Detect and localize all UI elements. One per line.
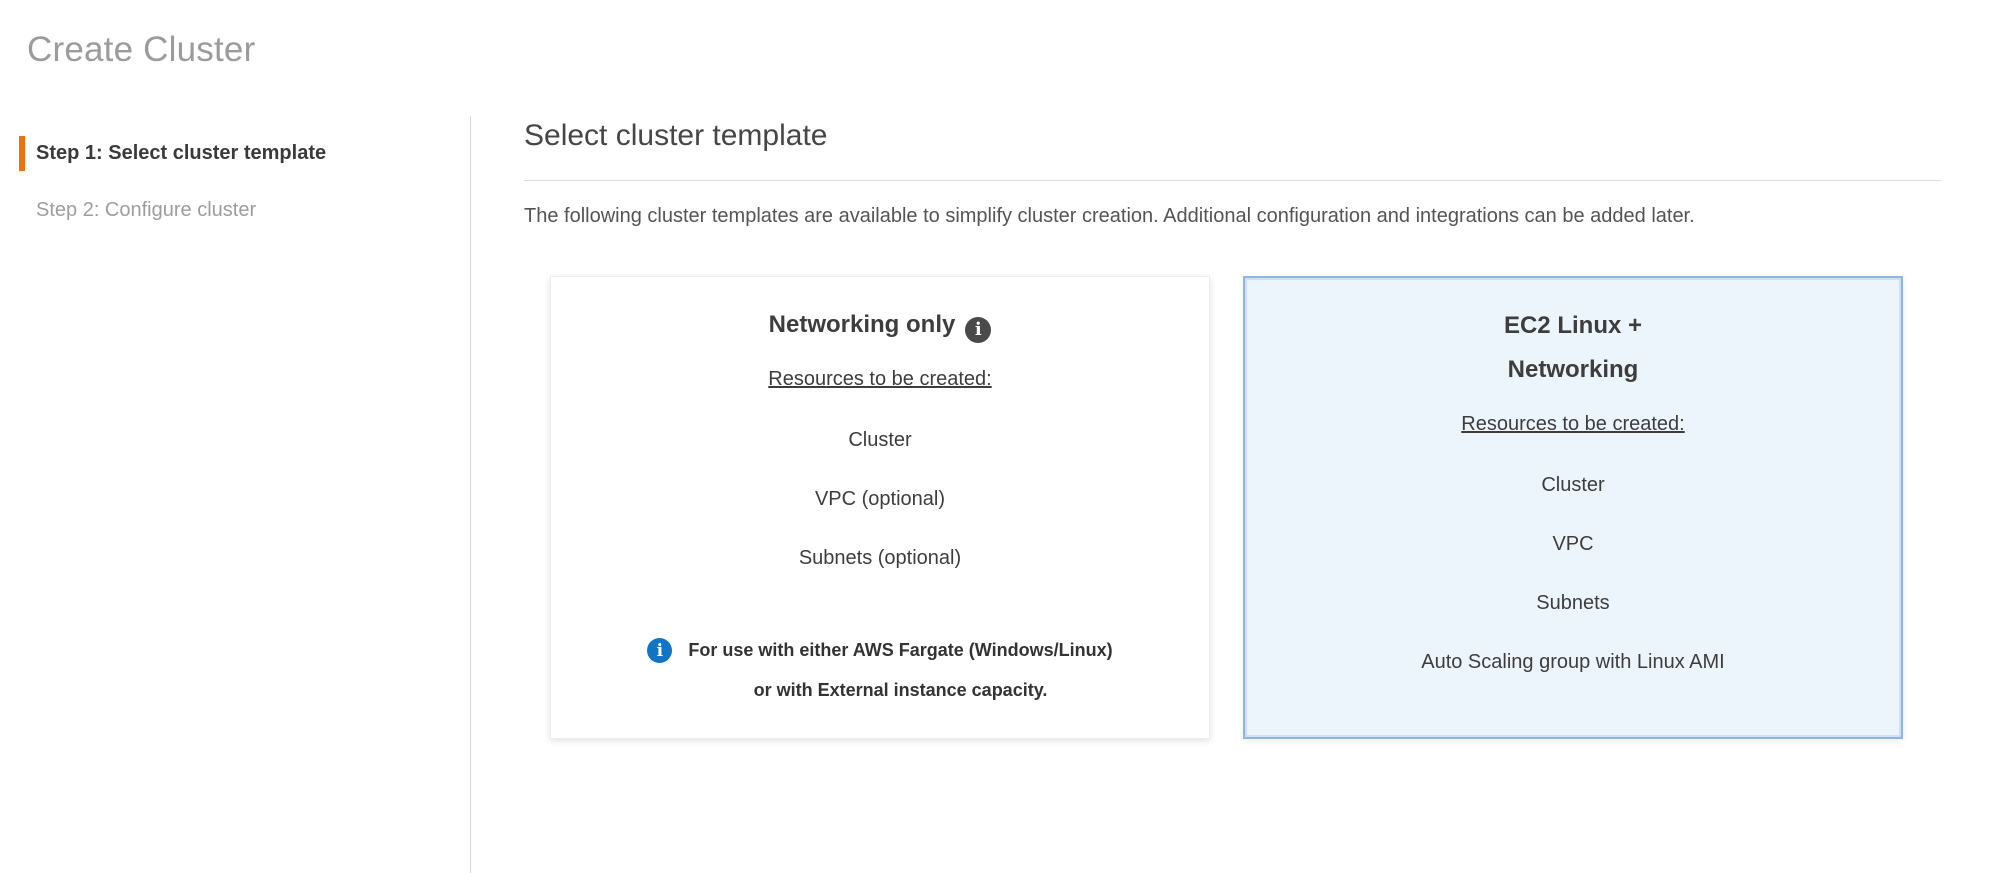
resource-item: Subnets (optional) [798, 547, 962, 569]
resources-label: Resources to be created: [1461, 413, 1685, 435]
resource-item: Cluster [848, 429, 912, 451]
section-heading: Select cluster template [524, 119, 828, 152]
main-panel: Select cluster template The following cl… [470, 116, 1999, 873]
resource-item: VPC [1552, 533, 1594, 555]
resources-label: Resources to be created: [768, 368, 992, 390]
card-note-line: or with External instance capacity. [753, 680, 1048, 700]
card-title-line: EC2 Linux + [1285, 304, 1861, 348]
card-note-line: For use with either AWS Fargate (Windows… [688, 640, 1113, 660]
sidebar-step-2[interactable]: Step 2: Configure cluster [36, 199, 257, 221]
resource-item: Cluster [1541, 474, 1605, 496]
resource-item: Subnets [1536, 592, 1610, 614]
card-title-line: Networking only i [591, 303, 1169, 347]
card-title-text: Networking only [768, 311, 956, 338]
section-description: The following cluster templates are avai… [524, 205, 1695, 227]
card-title-line: Networking [1285, 348, 1861, 392]
card-title: Networking only i [591, 303, 1169, 347]
card-title: EC2 Linux + Networking [1285, 304, 1861, 392]
card-note-text: For use with either AWS Fargate (Windows… [688, 630, 1112, 710]
heading-divider [524, 180, 1941, 181]
card-note: i For use with either AWS Fargate (Window… [591, 630, 1169, 710]
sidebar-step-1[interactable]: Step 1: Select cluster template [19, 136, 470, 171]
info-icon[interactable]: i [965, 317, 992, 343]
card-title-text: Networking [1507, 356, 1639, 383]
resource-item: VPC (optional) [814, 488, 946, 510]
page-title: Create Cluster [27, 30, 256, 69]
card-title-text: EC2 Linux + [1503, 312, 1643, 339]
info-icon: i [647, 638, 673, 663]
resource-item: Auto Scaling group with Linux AMI [1421, 651, 1725, 673]
